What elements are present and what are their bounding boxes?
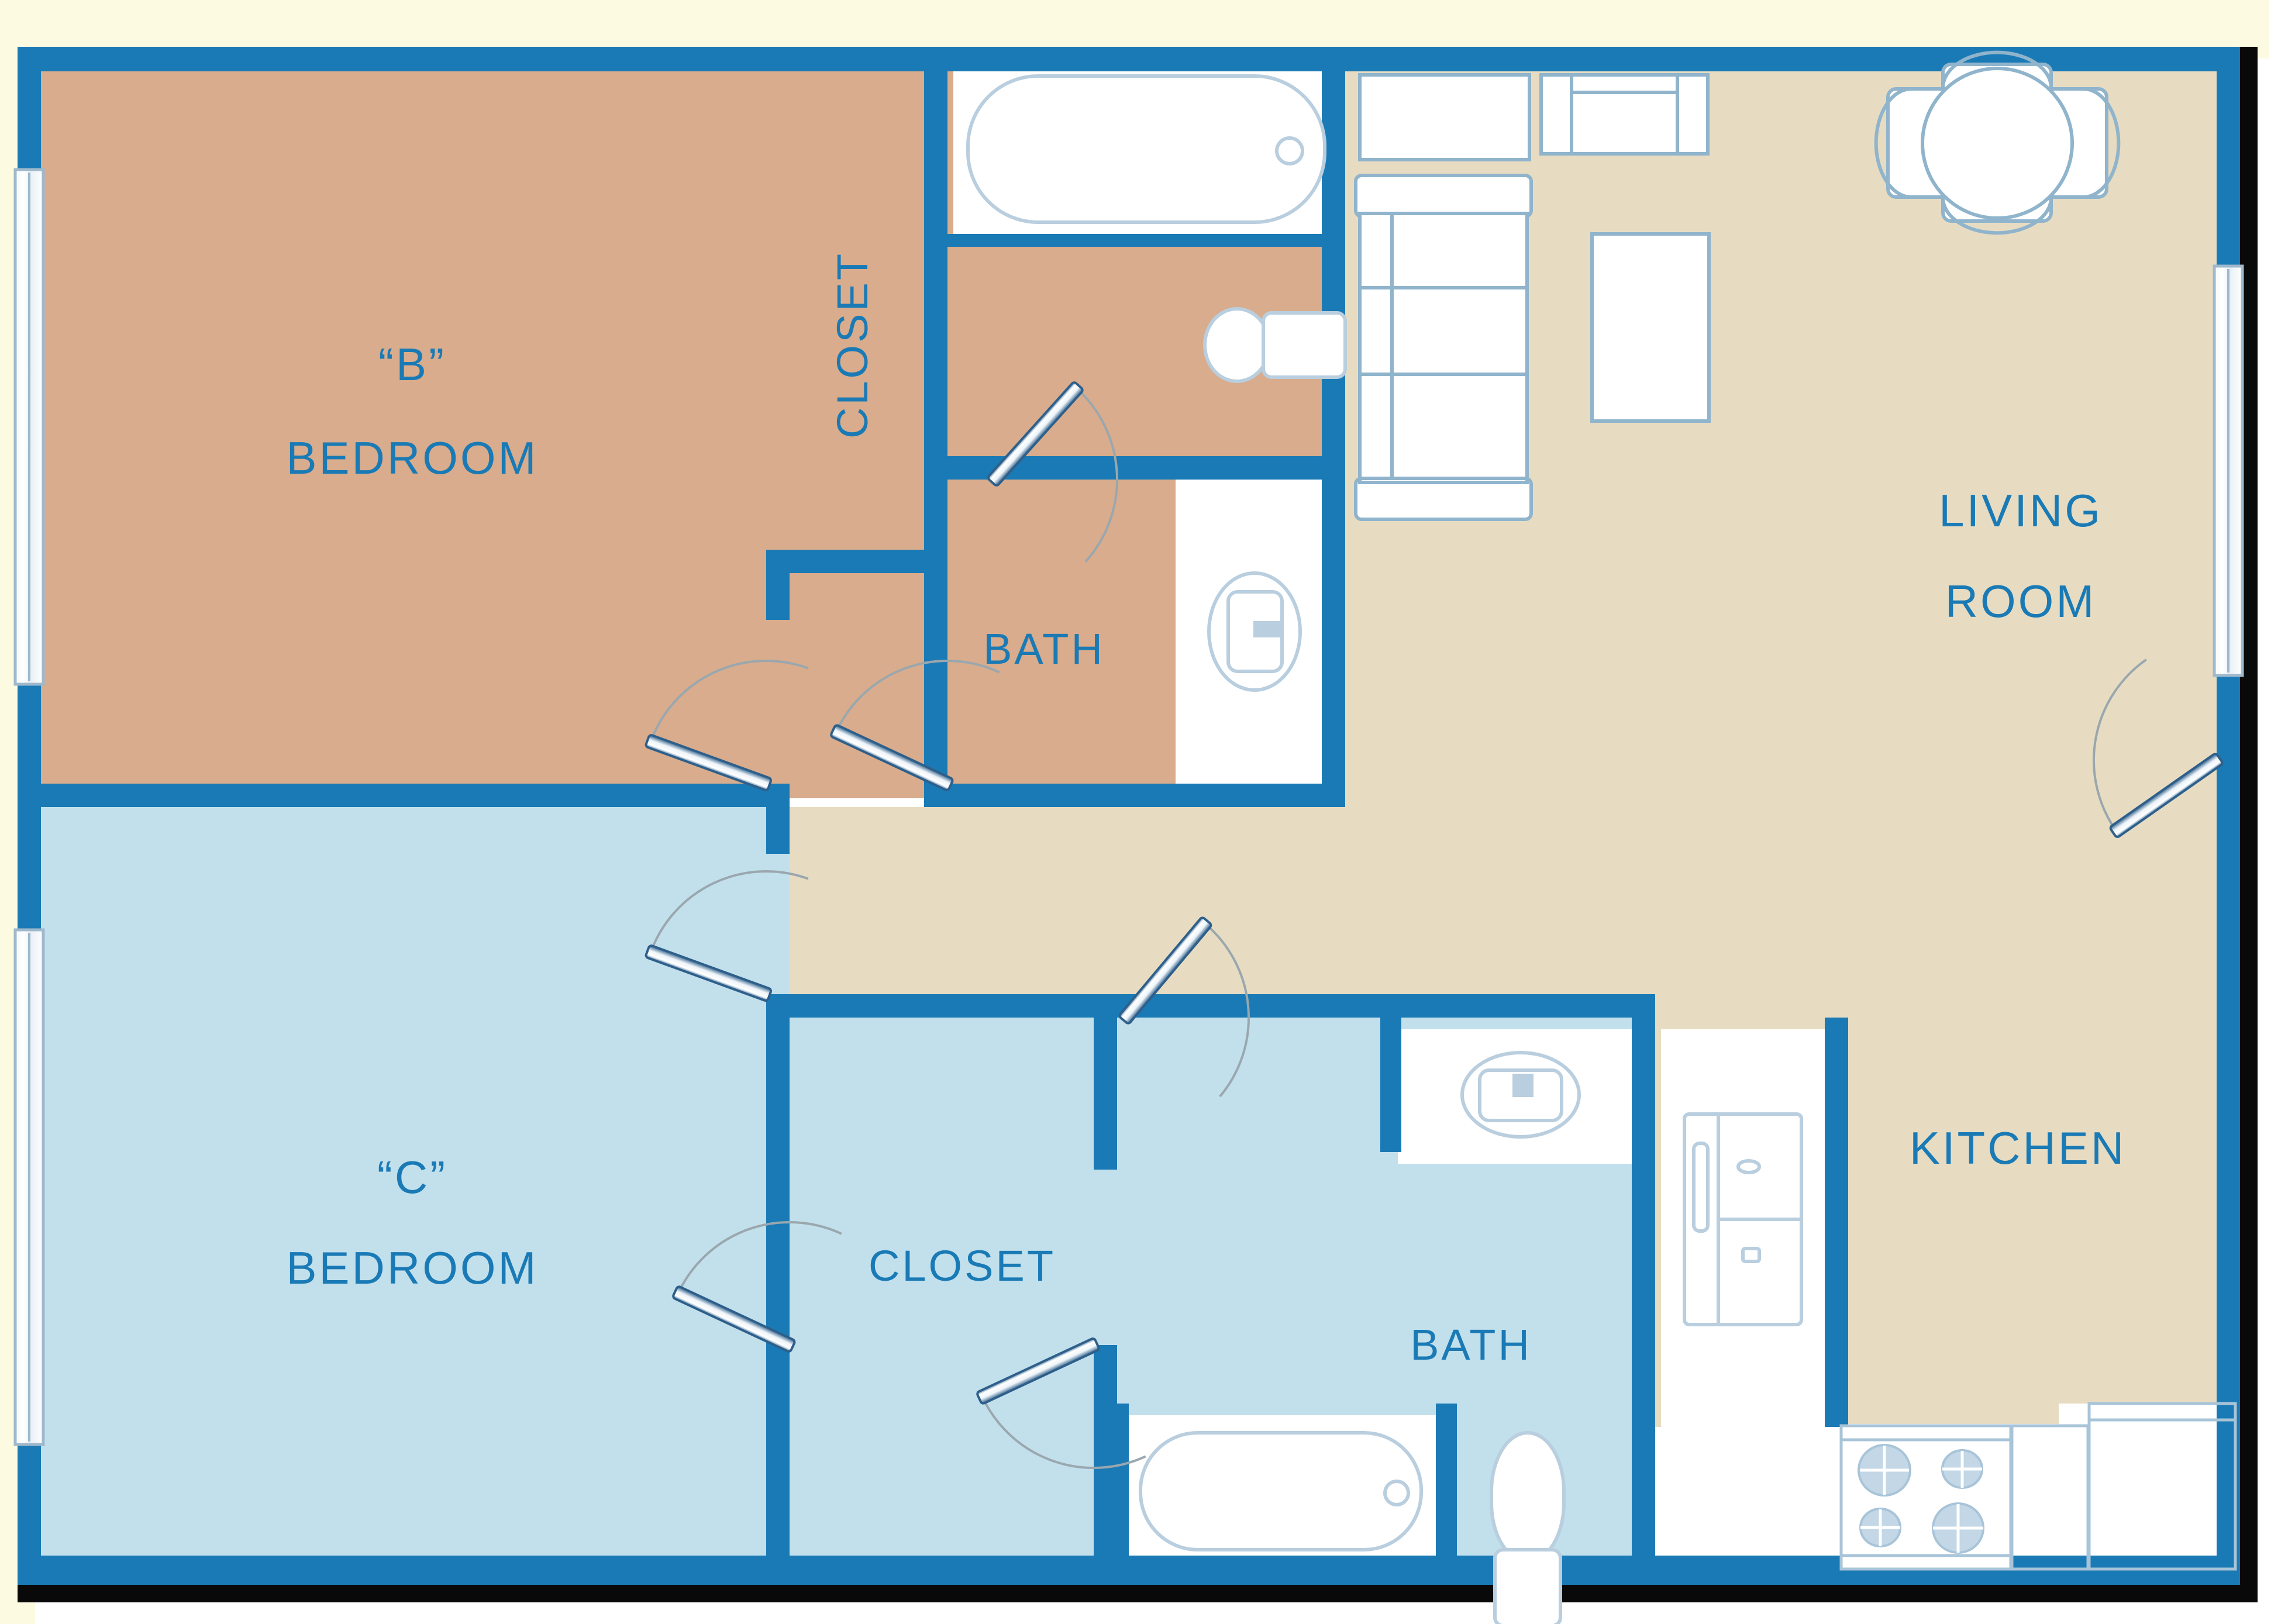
label-bedroom-c-name: BEDROOM [286, 1242, 538, 1294]
label-bedroom-b-quote: “B” [378, 339, 446, 390]
room-floor-fills [35, 47, 2240, 1579]
coffee-table [1590, 232, 1711, 423]
vanity-sink-lower [1460, 1051, 1581, 1139]
room-labels: “B” BEDROOM CLOSET BATH LIVING ROOM KITC… [286, 251, 2126, 1369]
label-living-line1: LIVING [1939, 485, 2103, 536]
window-bedroom-b-left [13, 168, 45, 686]
windows [13, 168, 2244, 1446]
wall-closet-c-right-upper [1094, 994, 1117, 1170]
floor-bedroom-b [35, 47, 947, 798]
kitchen-appliances [1683, 1112, 2237, 1571]
wall-bath-lower-right [1632, 1018, 1655, 1579]
window-living-right [2213, 264, 2244, 677]
wall-closet-c-top [790, 994, 1117, 1018]
toilet-upper [1203, 307, 1347, 383]
stove-range [1839, 1424, 2013, 1571]
wall-vanity-lower-left [1380, 1018, 1401, 1152]
wall-bedroom-b-bottom [18, 784, 778, 807]
kitchen-counter [2010, 1402, 2237, 1571]
wall-exterior-top [18, 47, 2240, 71]
window-bedroom-c-left [13, 928, 45, 1446]
alcove-kitchen-counter-right [2059, 1404, 2240, 1570]
wall-tub-lower-right [1436, 1404, 1457, 1573]
floor-closet-c [790, 1018, 1117, 1579]
page-right-band [2269, 0, 2295, 1624]
stove-burners [1858, 1444, 1984, 1554]
label-bedroom-c-quote: “C” [377, 1151, 447, 1203]
label-closet-upper: CLOSET [828, 251, 877, 439]
refrigerator [1683, 1112, 1803, 1326]
wall-closet-c-right-lower [1094, 1345, 1117, 1579]
tv-console [1358, 73, 1531, 161]
label-living-line2: ROOM [1945, 575, 2097, 627]
floor-bedroom-c [35, 807, 790, 1579]
sofa [1354, 174, 1533, 521]
vanity-sink-upper [1207, 571, 1302, 692]
label-bedroom-b-name: BEDROOM [286, 432, 538, 484]
label-closet-lower: CLOSET [869, 1242, 1056, 1290]
label-bath-lower: BATH [1410, 1320, 1532, 1369]
wall-closet-upper-jog [766, 550, 947, 573]
wall-tub-upper-divider [947, 234, 1333, 247]
dining-table-set [1874, 50, 2121, 235]
wall-closet-upper-jamb [766, 550, 790, 620]
dining-table-top [1921, 67, 2074, 220]
wall-closet-c-left-lower [766, 1345, 790, 1579]
wall-tub-lower-left [1117, 1404, 1129, 1573]
bathtub-lower [1139, 1431, 1423, 1551]
label-kitchen: KITCHEN [1910, 1122, 2126, 1174]
toilet-lower [1490, 1431, 1566, 1624]
wall-bath-upper-bottom [947, 784, 1345, 807]
floor-hall [778, 807, 2240, 1018]
wall-kitchen-left [1825, 1018, 1848, 1427]
wall-bedroom-b-right [924, 47, 947, 807]
plumbing-fixtures [966, 74, 1581, 1624]
bathtub-upper [966, 74, 1326, 224]
armchair [1539, 73, 1710, 156]
living-room-furniture [1354, 50, 2121, 521]
wall-bedroom-c-right-top [766, 784, 790, 854]
label-bath-upper: BATH [983, 625, 1105, 673]
interior-walls [18, 47, 1848, 1579]
wall-bath-lower-top-right [1380, 994, 1655, 1018]
